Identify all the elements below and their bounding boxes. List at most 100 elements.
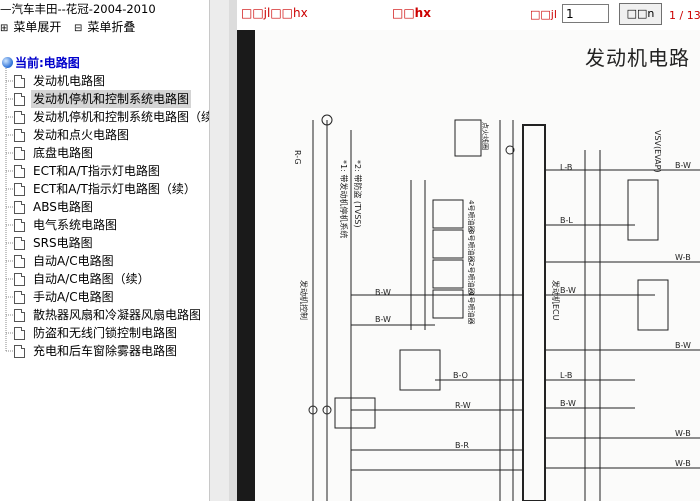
tree-item-label: SRS电路图 bbox=[33, 236, 93, 250]
tree-root[interactable]: 当前:电路图 bbox=[2, 54, 80, 72]
tree-item-label: 自动A/C电路图 bbox=[33, 254, 114, 268]
tree-item[interactable]: 发动机停机和控制系统电路图（续 bbox=[14, 108, 209, 126]
svg-text:B-W: B-W bbox=[375, 315, 391, 324]
igniter-label: 点火线圈 bbox=[481, 122, 490, 150]
tree-item-label: 电气系统电路图 bbox=[33, 218, 118, 232]
document-icon bbox=[14, 182, 25, 196]
document-icon bbox=[14, 146, 25, 160]
toolbar-center-text: □□hx bbox=[392, 6, 431, 20]
tree-root-label: 当前:电路图 bbox=[15, 56, 80, 70]
document-icon bbox=[14, 254, 25, 268]
tree-item-label: ECT和A/T指示灯电路图 bbox=[33, 164, 160, 178]
svg-text:W-B: W-B bbox=[675, 429, 691, 438]
column-label: 发动机控制 bbox=[299, 280, 309, 320]
document-icon bbox=[14, 308, 25, 322]
document-icon bbox=[14, 128, 25, 142]
tree-item-label: 自动A/C电路图（续） bbox=[33, 272, 150, 286]
tree-item[interactable]: 自动A/C电路图（续） bbox=[14, 270, 209, 288]
svg-text:W-B: W-B bbox=[675, 459, 691, 468]
svg-text:B-W: B-W bbox=[560, 286, 576, 295]
page-count: 1 / 13 bbox=[669, 9, 700, 22]
viewer-toolbar: □□jl□□hx □□hx □□jl □□n 1 / 13 bbox=[237, 0, 700, 30]
injector-label-2: 2号喷油器 bbox=[467, 262, 476, 294]
navigation-pane: —汽车丰田--花冠-2004-2010 ⊞ 菜单展开 ⊟ 菜单折叠 当前:电路图 发… bbox=[0, 0, 209, 501]
tree-item[interactable]: 自动A/C电路图 bbox=[14, 252, 209, 270]
tree-list: 发动机电路图发动机停机和控制系统电路图发动机停机和控制系统电路图（续发动和点火电… bbox=[14, 72, 209, 360]
ecu-label: 发动机ECU bbox=[551, 280, 561, 321]
menu-expand-label: 菜单展开 bbox=[13, 20, 62, 34]
svg-text:R-W: R-W bbox=[455, 401, 471, 410]
wiring-diagram: R-G *1: 带发动机停机系统 *2: 带防盗 (TVSS) 发动机控制 4号… bbox=[293, 114, 700, 501]
tree-item[interactable]: 发动和点火电路图 bbox=[14, 126, 209, 144]
menu-expand-button[interactable]: ⊞ 菜单展开 bbox=[0, 19, 61, 37]
svg-text:L-B: L-B bbox=[560, 163, 572, 172]
injector-label-4: 4号喷油器 bbox=[467, 200, 476, 232]
tree-item[interactable]: 底盘电路图 bbox=[14, 144, 209, 162]
tree-item[interactable]: 充电和后车窗除雾器电路图 bbox=[14, 342, 209, 360]
tree-item[interactable]: 防盗和无线门锁控制电路图 bbox=[14, 324, 209, 342]
app-title: —汽车丰田--花冠-2004-2010 bbox=[0, 2, 156, 16]
document-icon bbox=[14, 110, 25, 124]
tree-item-label: ABS电路图 bbox=[33, 200, 93, 214]
document-viewer: □□jl□□hx □□hx □□jl □□n 1 / 13 发动机电路 bbox=[237, 0, 700, 501]
tree-item-label: ECT和A/T指示灯电路图（续） bbox=[33, 182, 196, 196]
note-2: *2: 带防盗 (TVSS) bbox=[353, 160, 363, 228]
tree-item-label: 发动机停机和控制系统电路图 bbox=[31, 90, 192, 108]
page-number-label: □□jl bbox=[530, 8, 557, 21]
document-icon bbox=[14, 290, 25, 304]
svg-text:B-L: B-L bbox=[560, 216, 573, 225]
document-icon bbox=[14, 200, 25, 214]
menu-collapse-button[interactable]: ⊟ 菜单折叠 bbox=[74, 19, 135, 37]
folder-root-icon bbox=[2, 57, 13, 68]
svg-text:B-O: B-O bbox=[453, 371, 468, 380]
page-number-input[interactable] bbox=[562, 4, 609, 23]
document-icon bbox=[14, 92, 25, 106]
vertical-scrollbar[interactable] bbox=[229, 0, 237, 501]
tree-item-label: 发动和点火电路图 bbox=[33, 128, 130, 142]
document-icon bbox=[14, 74, 25, 88]
page-area[interactable]: 发动机电路 bbox=[237, 30, 700, 501]
tree-connector-lines bbox=[5, 68, 14, 352]
menu-collapse-label: 菜单折叠 bbox=[87, 20, 136, 34]
svg-text:L-B: L-B bbox=[560, 371, 572, 380]
document-icon bbox=[14, 218, 25, 232]
tree-item[interactable]: 手动A/C电路图 bbox=[14, 288, 209, 306]
svg-text:R-G: R-G bbox=[293, 150, 302, 165]
expand-icon: ⊞ bbox=[0, 23, 9, 34]
document-icon bbox=[14, 326, 25, 340]
tree-item-label: 底盘电路图 bbox=[33, 146, 94, 160]
go-button[interactable]: □□n bbox=[619, 3, 662, 25]
document-icon bbox=[14, 344, 25, 358]
collapse-icon: ⊟ bbox=[74, 23, 83, 34]
diagram-page-title: 发动机电路 bbox=[585, 46, 690, 70]
tree-item[interactable]: SRS电路图 bbox=[14, 234, 209, 252]
tree-item[interactable]: 发动机电路图 bbox=[14, 72, 209, 90]
document-icon bbox=[14, 164, 25, 178]
svg-text:B-W: B-W bbox=[675, 341, 691, 350]
tree-item-label: 手动A/C电路图 bbox=[33, 290, 114, 304]
tree-item[interactable]: ABS电路图 bbox=[14, 198, 209, 216]
tree-item-label: 充电和后车窗除雾器电路图 bbox=[33, 344, 178, 358]
document-icon bbox=[14, 236, 25, 250]
tree-item[interactable]: 发动机停机和控制系统电路图 bbox=[14, 90, 209, 108]
tree-item-label: 发动机电路图 bbox=[33, 74, 106, 88]
tree-item-label: 发动机停机和控制系统电路图（续 bbox=[33, 110, 209, 124]
svg-text:B-W: B-W bbox=[675, 161, 691, 170]
tree-item[interactable]: ECT和A/T指示灯电路图 bbox=[14, 162, 209, 180]
svg-text:B-W: B-W bbox=[375, 288, 391, 297]
document-icon bbox=[14, 272, 25, 286]
svg-text:B-W: B-W bbox=[560, 399, 576, 408]
tree-item-label: 防盗和无线门锁控制电路图 bbox=[33, 326, 178, 340]
tree-item-label: 散热器风扇和冷凝器风扇电路图 bbox=[33, 308, 202, 322]
vsv-label: VSV(EVAP) bbox=[653, 130, 662, 173]
injector-label-1: 1号喷油器 bbox=[467, 292, 476, 324]
toolbar-left-text: □□jl□□hx bbox=[241, 6, 308, 20]
tree-item[interactable]: ECT和A/T指示灯电路图（续） bbox=[14, 180, 209, 198]
svg-text:W-B: W-B bbox=[675, 253, 691, 262]
note-1: *1: 带发动机停机系统 bbox=[339, 160, 349, 238]
tree-item[interactable]: 散热器风扇和冷凝器风扇电路图 bbox=[14, 306, 209, 324]
svg-text:B-R: B-R bbox=[455, 441, 469, 450]
wiring-diagram-page: 发动机电路 bbox=[255, 30, 700, 501]
tree-item[interactable]: 电气系统电路图 bbox=[14, 216, 209, 234]
injector-label-3: 3号喷油器 bbox=[467, 230, 476, 262]
